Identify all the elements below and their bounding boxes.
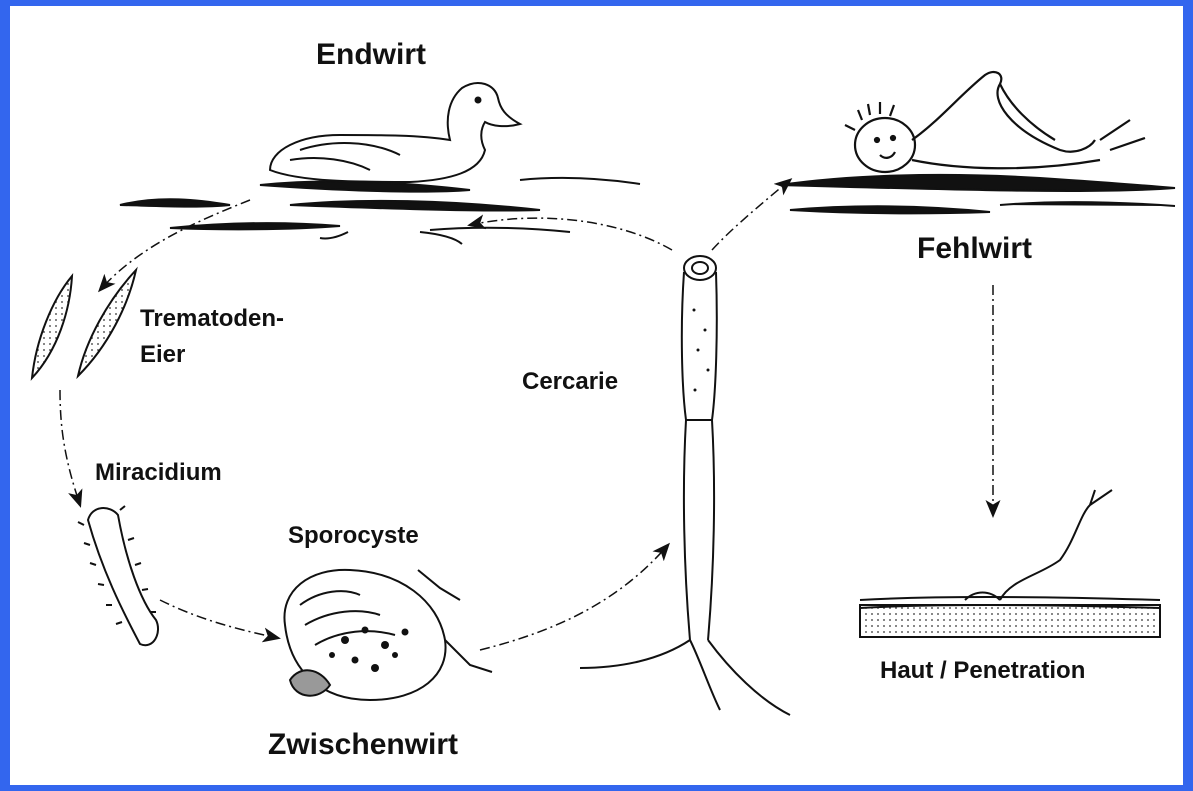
- duck-drawing: [270, 83, 520, 244]
- swimmer-drawing: [845, 72, 1145, 172]
- snail-drawing: [284, 570, 492, 700]
- label-trematoden-line1: Trematoden-: [140, 305, 284, 333]
- miracidium-drawing: [78, 506, 158, 645]
- label-zwischenwirt: Zwischenwirt: [268, 728, 458, 763]
- cycle-arrows: [60, 180, 993, 650]
- label-sporocyste: Sporocyste: [288, 522, 419, 550]
- cercaria-drawing: [580, 256, 790, 715]
- trematode-eggs: [32, 270, 136, 378]
- label-endwirt: Endwirt: [316, 38, 426, 73]
- skin-penetration-drawing: [860, 490, 1160, 637]
- label-fehlwirt: Fehlwirt: [917, 232, 1032, 267]
- label-cercarie: Cercarie: [522, 368, 618, 396]
- label-trematoden-line2: Eier: [140, 341, 185, 369]
- label-haut-penetration: Haut / Penetration: [880, 657, 1085, 685]
- water-waves-right: [780, 175, 1175, 213]
- label-miracidium: Miracidium: [95, 459, 222, 487]
- water-waves-left: [120, 178, 640, 232]
